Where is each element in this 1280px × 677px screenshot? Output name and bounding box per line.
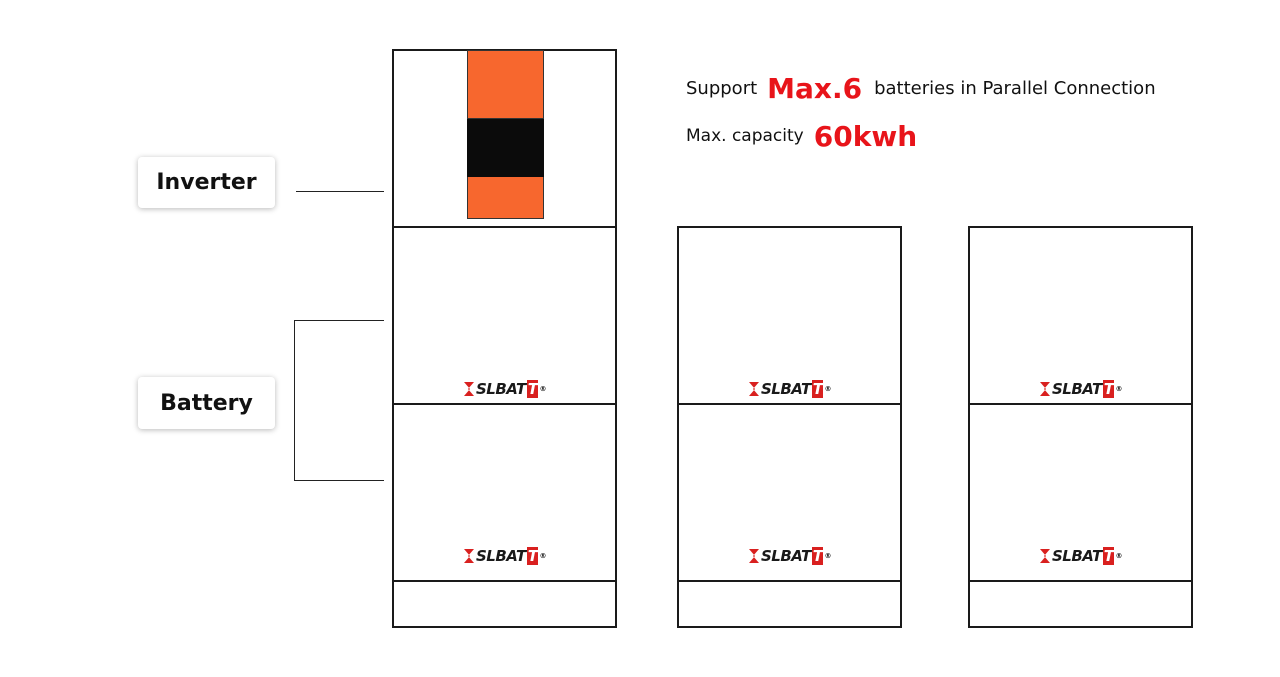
brand-text: SLBAT xyxy=(1052,380,1102,398)
brand-reg: ® xyxy=(539,552,546,560)
brand-text: SLBAT xyxy=(1052,547,1102,565)
brand-logo: SLBAT T ® xyxy=(1040,545,1122,567)
brand-reg: ® xyxy=(1115,552,1122,560)
brand-logo: SLBAT T ® xyxy=(749,378,831,400)
headline-support-text: Support xyxy=(686,77,758,99)
inverter-panel-top xyxy=(467,50,544,119)
brand-reg: ® xyxy=(1115,385,1122,393)
battery-label-text: Battery xyxy=(160,390,253,416)
brand-mark-icon xyxy=(464,549,474,563)
brand-accent: T xyxy=(526,380,539,398)
headline-line-2: Max. capacity 60kwh xyxy=(686,116,917,156)
brand-accent: T xyxy=(811,380,824,398)
brand-mark-icon xyxy=(749,549,759,563)
stack-base-1 xyxy=(392,580,617,628)
inverter-unit xyxy=(392,49,617,228)
brand-logo: SLBAT T ® xyxy=(1040,378,1122,400)
battery-module-2-1: SLBAT T ® xyxy=(677,226,902,405)
inverter-display xyxy=(467,119,544,177)
battery-module-3-1: SLBAT T ® xyxy=(968,226,1193,405)
battery-label: Battery xyxy=(138,377,275,429)
brand-mark-icon xyxy=(1040,382,1050,396)
brand-text: SLBAT xyxy=(476,380,526,398)
brand-accent: T xyxy=(1102,547,1115,565)
brand-accent: T xyxy=(526,547,539,565)
battery-bracket-top xyxy=(294,320,384,321)
inverter-panel-bottom xyxy=(467,177,544,219)
battery-module-3-2: SLBAT T ® xyxy=(968,403,1193,582)
battery-module-1-1: SLBAT T ® xyxy=(392,226,617,405)
brand-accent: T xyxy=(1102,380,1115,398)
battery-bracket-vertical xyxy=(294,320,295,481)
brand-logo: SLBAT T ® xyxy=(464,545,546,567)
brand-reg: ® xyxy=(539,385,546,393)
headline-parallel-text: batteries in Parallel Connection xyxy=(874,77,1156,99)
brand-logo: SLBAT T ® xyxy=(464,378,546,400)
brand-text: SLBAT xyxy=(476,547,526,565)
stack-base-3 xyxy=(968,580,1193,628)
headline-line-1: Support Max.6 batteries in Parallel Conn… xyxy=(686,68,1156,108)
battery-module-2-2: SLBAT T ® xyxy=(677,403,902,582)
headline-capacity-value: 60kwh xyxy=(813,119,918,153)
brand-logo: SLBAT T ® xyxy=(749,545,831,567)
stack-base-2 xyxy=(677,580,902,628)
brand-mark-icon xyxy=(1040,549,1050,563)
brand-reg: ® xyxy=(824,552,831,560)
headline-max-batteries: Max.6 xyxy=(767,71,863,105)
inverter-label: Inverter xyxy=(138,157,275,208)
brand-mark-icon xyxy=(464,382,474,396)
brand-accent: T xyxy=(811,547,824,565)
brand-text: SLBAT xyxy=(761,547,811,565)
battery-module-1-2: SLBAT T ® xyxy=(392,403,617,582)
brand-mark-icon xyxy=(749,382,759,396)
brand-text: SLBAT xyxy=(761,380,811,398)
inverter-label-text: Inverter xyxy=(156,170,257,195)
headline-capacity-text: Max. capacity xyxy=(686,126,804,146)
brand-reg: ® xyxy=(824,385,831,393)
battery-bracket-bottom xyxy=(294,480,384,481)
inverter-connector-line xyxy=(296,191,384,192)
